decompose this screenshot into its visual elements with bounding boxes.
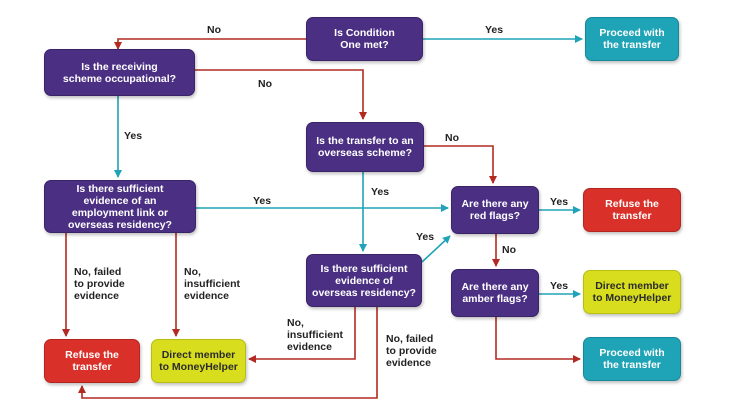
node-condition-one: Is Condition One met? <box>306 17 423 61</box>
label-employment-failed: No, failed to provide evidence <box>74 266 125 302</box>
label-amber-yes: Yes <box>550 280 569 292</box>
label-residency-failed: No, failed to provide evidence <box>386 333 437 369</box>
edge-residency-failed <box>78 307 378 399</box>
edge-amber-no <box>495 317 581 363</box>
label-occupational-no: No <box>258 78 272 90</box>
node-employment-link: Is there sufficient evidence of an emplo… <box>44 180 196 233</box>
edge-residency-insufficient <box>248 307 356 363</box>
label-employment-yes: Yes <box>253 195 272 207</box>
label-condition-yes: Yes <box>485 24 504 36</box>
label-occupational-yes: Yes <box>124 130 143 142</box>
node-amber-flags: Are there any amber flags? <box>451 269 539 317</box>
label-employment-insufficient: No, insufficient evidence <box>184 266 241 302</box>
node-refuse-right: Refuse the transfer <box>583 188 681 232</box>
label-overseas-yes: Yes <box>371 186 390 198</box>
label-overseas-no: No <box>445 132 459 144</box>
edge-occupational-no <box>195 69 367 120</box>
node-proceed-bottom: Proceed with the transfer <box>583 337 681 381</box>
edge-overseas-no <box>424 145 497 184</box>
label-residency-yes: Yes <box>416 231 435 243</box>
label-red-yes: Yes <box>550 196 569 208</box>
node-overseas-scheme: Is the transfer to an overseas scheme? <box>306 122 424 172</box>
node-proceed-top: Proceed with the transfer <box>585 17 679 61</box>
node-red-flags: Are there any red flags? <box>451 186 539 234</box>
node-occupational: Is the receiving scheme occupational? <box>44 49 195 96</box>
node-moneyhelper-left: Direct member to MoneyHelper <box>151 339 246 383</box>
edge-condition-no <box>114 38 306 50</box>
label-red-no: No <box>502 244 516 256</box>
node-overseas-residency: Is there sufficient evidence of overseas… <box>306 254 422 307</box>
label-residency-insufficient: No, insufficient evidence <box>287 317 344 353</box>
edge-residency-yes <box>421 235 451 263</box>
node-refuse-left: Refuse the transfer <box>44 339 140 383</box>
label-condition-no: No <box>207 24 221 36</box>
node-moneyhelper-right: Direct member to MoneyHelper <box>583 270 681 314</box>
